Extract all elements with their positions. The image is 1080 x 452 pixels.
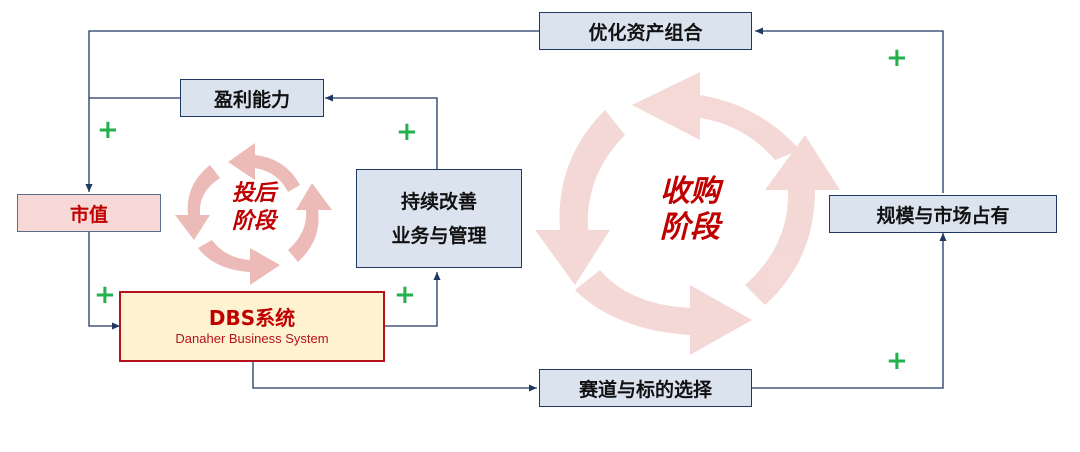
post-investment-cycle-arrows [175, 143, 332, 285]
plus-sign: + [97, 115, 119, 145]
box-continuous-improvement: 持续改善 业务与管理 [356, 169, 522, 268]
box-profitability: 盈利能力 [180, 79, 324, 117]
box-continuous-improvement-line2: 业务与管理 [391, 224, 487, 247]
box-profitability-label: 盈利能力 [213, 88, 290, 111]
post-investment-line2: 阶段 [231, 209, 276, 234]
dbs-title: DBS系统 [208, 305, 296, 330]
dbs-subtitle: Danaher Business System [175, 330, 329, 346]
box-optimize-portfolio-label: 优化资产组合 [588, 21, 703, 44]
plus-sign: + [94, 280, 116, 310]
plus-sign: + [394, 280, 416, 310]
post-investment-line1: 投后 [231, 181, 276, 206]
plus-sign: + [886, 346, 908, 376]
box-track-target-selection-label: 赛道与标的选择 [578, 378, 712, 401]
plus-sign: + [886, 43, 908, 73]
box-optimize-portfolio: 优化资产组合 [539, 12, 752, 50]
acquisition-stage-label: 收购 阶段 [640, 174, 740, 246]
acquisition-line1: 收购 [660, 174, 720, 209]
box-track-target-selection: 赛道与标的选择 [539, 369, 752, 407]
box-market-value: 市值 [17, 194, 161, 232]
acquisition-line2: 阶段 [660, 210, 720, 245]
box-scale-market-share: 规模与市场占有 [829, 195, 1057, 233]
acquisition-cycle-arrows [535, 72, 840, 355]
box-market-value-label: 市值 [69, 203, 108, 226]
box-scale-market-share-label: 规模与市场占有 [876, 204, 1010, 227]
box-continuous-improvement-line1: 持续改善 [400, 190, 477, 213]
post-investment-stage-label: 投后 阶段 [214, 180, 294, 236]
connector-lines [85, 27, 947, 392]
box-dbs-system: DBS系统 Danaher Business System [119, 291, 385, 362]
plus-sign: + [396, 117, 418, 147]
